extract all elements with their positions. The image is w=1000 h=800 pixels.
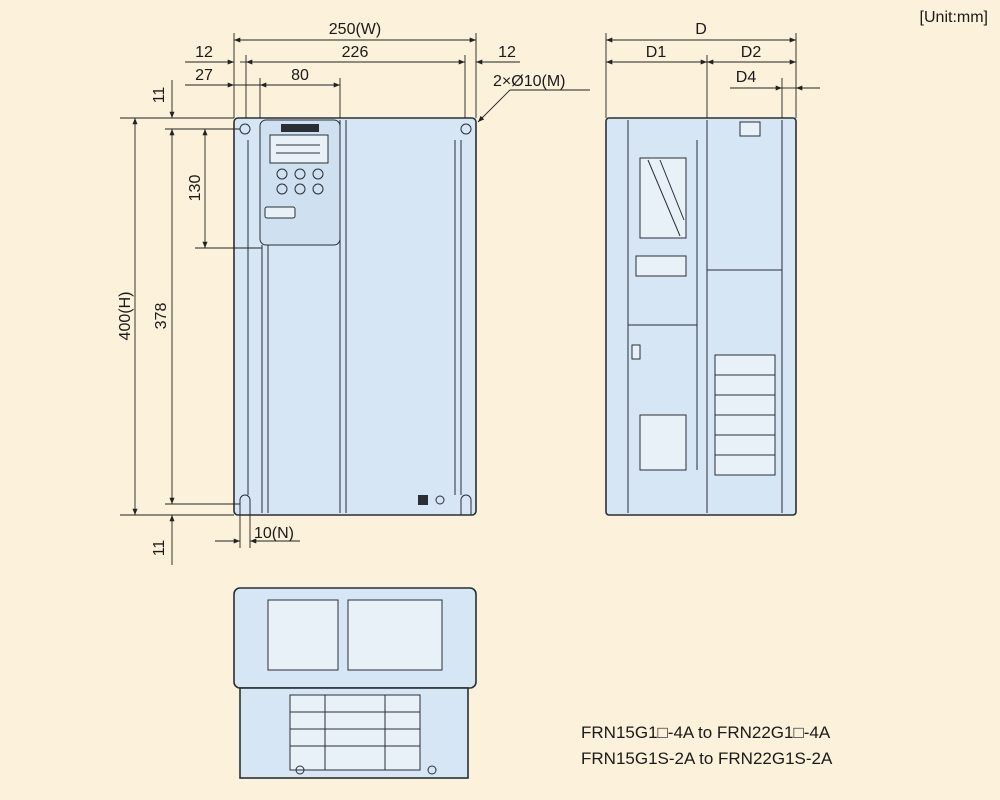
upper-vent-grille	[639, 157, 687, 239]
width-label: 250(W)	[329, 21, 381, 38]
dimension-lines	[132, 37, 820, 565]
mount-holes-label: 2×Ø10(M)	[493, 73, 565, 90]
height-label: 400(H)	[117, 292, 134, 341]
model-caption-line-1: FRN15G1□-4A to FRN22G1□-4A	[581, 723, 831, 742]
logo-icon	[418, 495, 428, 505]
depth-front-label: D1	[646, 44, 667, 61]
model-caption-line-2: FRN15G1S-2A to FRN22G1S-2A	[581, 749, 833, 768]
bottom-screw-icon	[295, 765, 305, 775]
keypad-width-label: 80	[291, 67, 309, 84]
top-margin-label: 11	[151, 87, 168, 104]
side-handle	[631, 344, 641, 360]
depth-rear-label: D2	[741, 44, 762, 61]
bottom-view	[233, 587, 477, 779]
side-top-latch	[739, 121, 761, 137]
bottom-fin-grille	[289, 694, 421, 771]
depth-label: D	[695, 21, 707, 38]
inner-span-label: 226	[342, 44, 369, 61]
bottom-margin-label: 11	[151, 540, 168, 557]
keypad-height-label: 130	[187, 175, 204, 202]
left-margin-label: 12	[195, 44, 213, 61]
side-view	[605, 117, 797, 516]
keypad-display	[269, 134, 329, 164]
front-view	[233, 117, 477, 516]
keypad-latch	[281, 124, 319, 132]
mount-span-label: 378	[153, 303, 170, 330]
bottom-screw-icon-2	[427, 765, 437, 775]
lower-vent-grille	[639, 414, 687, 471]
screw-icon	[435, 495, 445, 505]
side-label-vents	[635, 255, 687, 277]
mount-hole-leader	[477, 89, 511, 123]
bottom-terminal-left	[267, 599, 339, 671]
slot-width-label: 10(N)	[254, 525, 294, 542]
bottom-terminal-right	[347, 599, 443, 671]
unit-label: [Unit:mm]	[920, 9, 988, 26]
extension-lines	[120, 33, 797, 548]
usb-icon	[264, 206, 296, 219]
right-margin-label: 12	[498, 44, 516, 61]
keypad-buttons	[276, 168, 324, 195]
depth-fin-label: D4	[736, 69, 757, 86]
left-offset-label: 27	[195, 67, 213, 84]
